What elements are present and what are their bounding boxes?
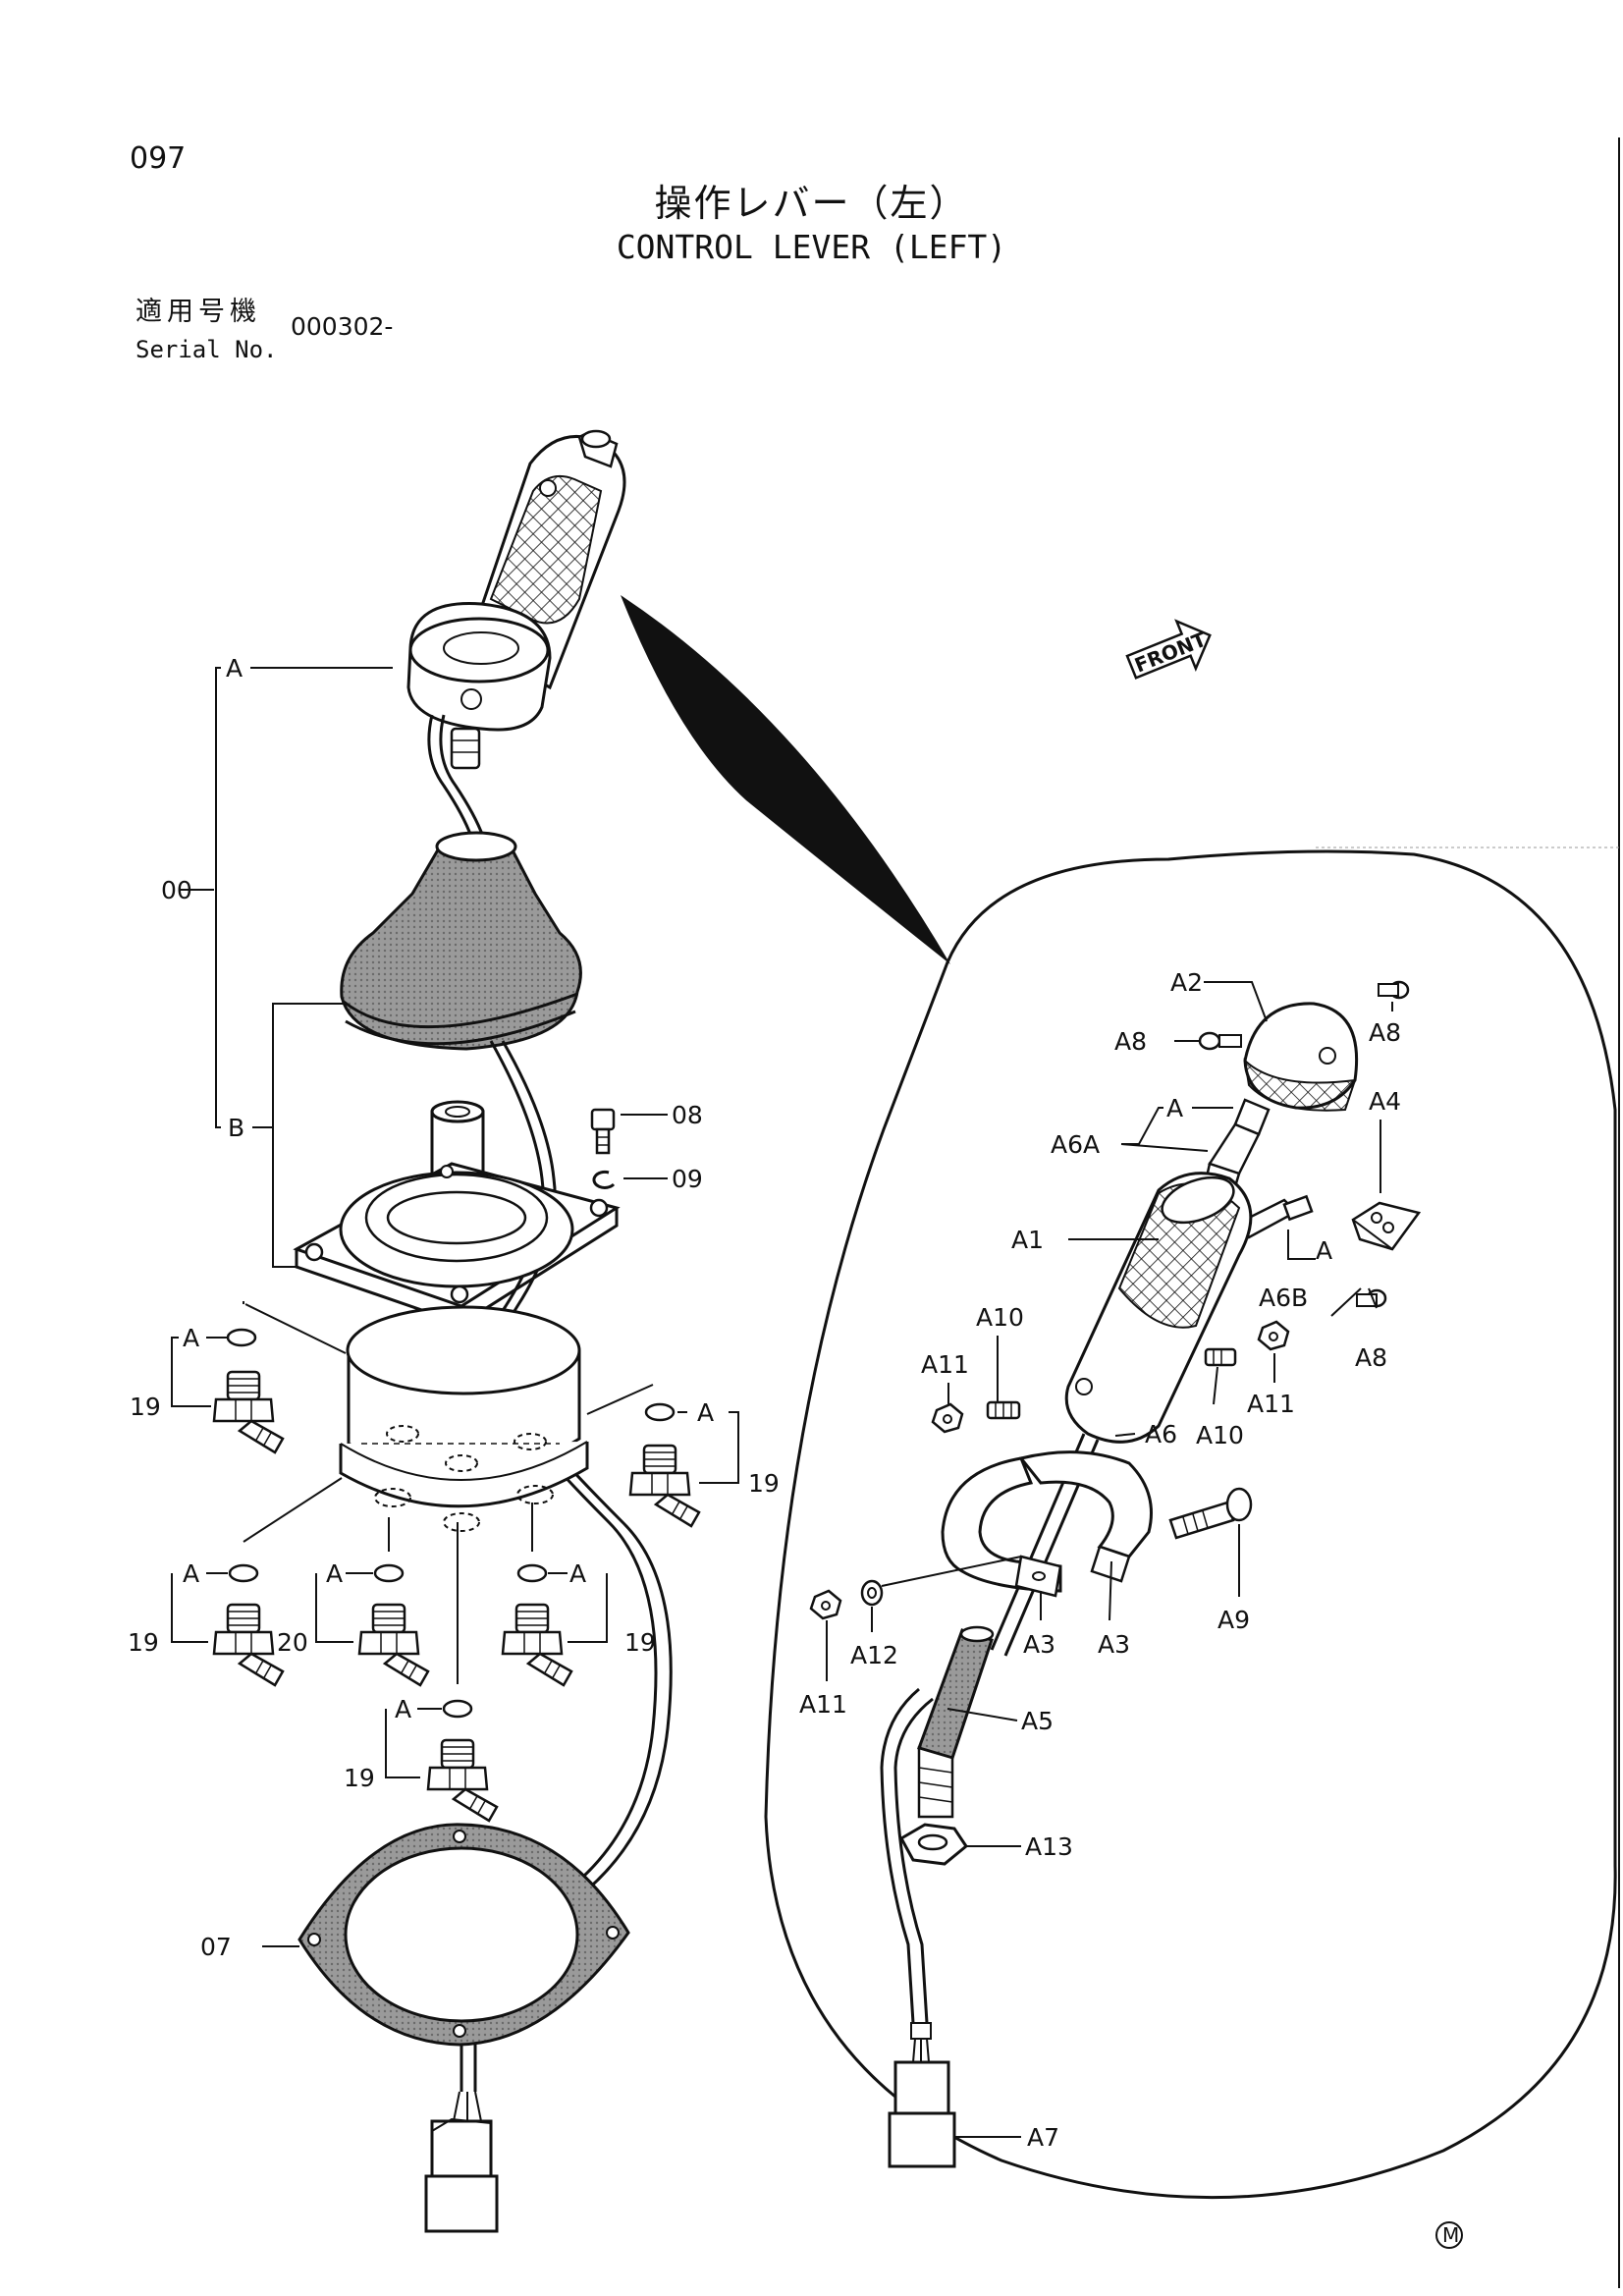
label-08: 08: [672, 1101, 703, 1129]
label-a: A: [326, 1559, 343, 1588]
label-a6: A6: [1145, 1420, 1177, 1449]
label-a: A: [569, 1559, 586, 1588]
label-a11: A11: [799, 1690, 847, 1719]
screw-a8: [1198, 1031, 1242, 1051]
plate-a4: [1351, 1201, 1422, 1251]
label-a: A: [1316, 1236, 1332, 1265]
label-a5: A5: [1021, 1707, 1054, 1735]
switch-knob-a2: [1243, 1002, 1359, 1112]
leader-lines: [171, 667, 1393, 2138]
label-19: 19: [344, 1764, 375, 1792]
label-a4: A4: [1369, 1087, 1401, 1116]
nut-a11: [1257, 1320, 1290, 1351]
set-screw-a10: [1204, 1347, 1237, 1367]
bolt-a9: [1168, 1487, 1253, 1540]
label-a2: A2: [1170, 968, 1203, 997]
label-19: 19: [748, 1469, 780, 1498]
label-a9: A9: [1217, 1606, 1250, 1634]
grip-a1: [1064, 1172, 1253, 1444]
label-a3: A3: [1023, 1630, 1055, 1659]
label-a1: A1: [1011, 1226, 1044, 1254]
label-a11: A11: [921, 1350, 969, 1379]
label-00: 00: [161, 876, 192, 904]
sleeve-a5: [917, 1625, 995, 1819]
title-japanese: 操作レバー（左）: [654, 182, 969, 225]
fitting-19: [212, 1370, 285, 1454]
serial-number: 000302-: [291, 312, 394, 341]
label-a7: A7: [1027, 2123, 1059, 2152]
label-a: A: [697, 1398, 714, 1427]
harness-connector: [424, 2091, 499, 2233]
label-a: A: [1166, 1094, 1183, 1122]
maker-mark-letter: M: [1442, 2223, 1459, 2247]
label-a8: A8: [1114, 1027, 1147, 1056]
label-20: 20: [277, 1628, 308, 1657]
label-a6b: A6B: [1259, 1284, 1308, 1312]
label-09: 09: [672, 1165, 703, 1193]
label-19: 19: [624, 1628, 656, 1657]
set-screw-a10: [986, 1400, 1021, 1420]
label-a: A: [183, 1559, 199, 1588]
nut-a11: [931, 1402, 964, 1434]
clamp-a3: [941, 1450, 1153, 1598]
callout-outline: [764, 849, 1617, 2200]
label-a10: A10: [976, 1303, 1024, 1332]
label-a13: A13: [1025, 1832, 1073, 1861]
label-a6a: A6A: [1051, 1130, 1100, 1159]
bolt-08: [590, 1108, 616, 1155]
washer-a12: [860, 1579, 884, 1607]
fitting-19: [501, 1603, 573, 1687]
label-sub-a: A: [226, 654, 243, 683]
screw-a8: [1378, 980, 1410, 1000]
lever-collar: [406, 602, 552, 770]
label-a: A: [183, 1324, 199, 1352]
fitting-19: [628, 1444, 701, 1528]
serial-label-english: Serial No.: [135, 336, 278, 363]
front-direction-marker: FRONT: [1125, 619, 1212, 680]
pilot-valve-body: [339, 1305, 589, 1532]
label-a12: A12: [850, 1641, 898, 1669]
fitting-19: [212, 1603, 285, 1687]
label-sub-b: B: [228, 1114, 244, 1142]
label-a8: A8: [1369, 1018, 1401, 1047]
serial-label-japanese: 適用号機: [135, 297, 261, 327]
page-number: 097: [130, 141, 187, 176]
front-label: FRONT: [1131, 628, 1210, 678]
label-a: A: [395, 1695, 411, 1723]
label-19: 19: [130, 1393, 161, 1421]
nut-a13: [898, 1823, 969, 1866]
fitting-20: [357, 1603, 430, 1687]
label-a10: A10: [1196, 1421, 1244, 1449]
gasket-07: [298, 1823, 630, 2047]
label-07: 07: [200, 1933, 232, 1961]
mounting-plate: [293, 1162, 621, 1326]
spring-washer-09: [592, 1171, 616, 1189]
connector-a7: [888, 2022, 956, 2168]
label-a8: A8: [1355, 1343, 1387, 1372]
title-english: CONTROL LEVER (LEFT): [616, 228, 1007, 266]
nut-a11: [809, 1589, 842, 1620]
label-a11: A11: [1247, 1390, 1295, 1418]
fitting-19: [426, 1738, 499, 1823]
label-a3: A3: [1098, 1630, 1130, 1659]
rubber-boot: [340, 831, 582, 1051]
maker-mark: M: [1435, 2221, 1463, 2249]
label-19: 19: [128, 1628, 159, 1657]
